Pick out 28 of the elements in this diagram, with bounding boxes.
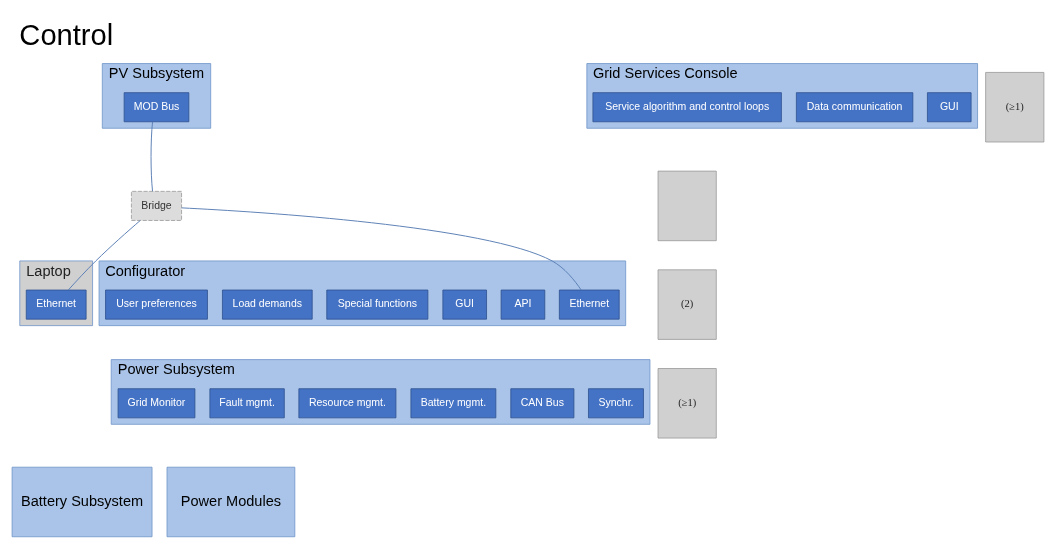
node-box: MOD Bus xyxy=(123,91,190,122)
node-box: Battery mgmt. xyxy=(410,387,497,418)
node-box: Special functions xyxy=(326,289,429,320)
node-box: GUI xyxy=(442,289,487,320)
node-box: GUI xyxy=(927,91,972,122)
node-box: Ethernet xyxy=(558,289,620,320)
node-box: Ethernet xyxy=(25,289,87,320)
node-box: User preferences xyxy=(105,289,208,320)
node-box: Service algorithm and control loops xyxy=(592,91,782,122)
node-box: CAN Bus xyxy=(510,387,575,418)
node-box: Bridge xyxy=(131,190,182,221)
node-box: Battery Subsystem xyxy=(11,466,153,537)
node-box: Load demands xyxy=(222,289,313,320)
connector xyxy=(150,120,153,192)
connector xyxy=(181,206,582,290)
node-box: Fault mgmt. xyxy=(209,387,285,418)
connector xyxy=(67,219,141,290)
node-box: Data communication xyxy=(795,91,914,122)
node-box: Grid Monitor xyxy=(117,387,196,418)
node-box xyxy=(657,170,717,241)
node-box: (≥1) xyxy=(657,367,717,438)
node-box: Power Modules xyxy=(166,466,296,537)
node-box: API xyxy=(500,289,546,320)
node-box: (2) xyxy=(657,268,717,340)
node-box: Synchr. xyxy=(588,387,644,418)
diagram-title: Control xyxy=(19,18,114,51)
node-box: (≥1) xyxy=(985,71,1045,142)
node-box: Resource mgmt. xyxy=(298,387,397,418)
